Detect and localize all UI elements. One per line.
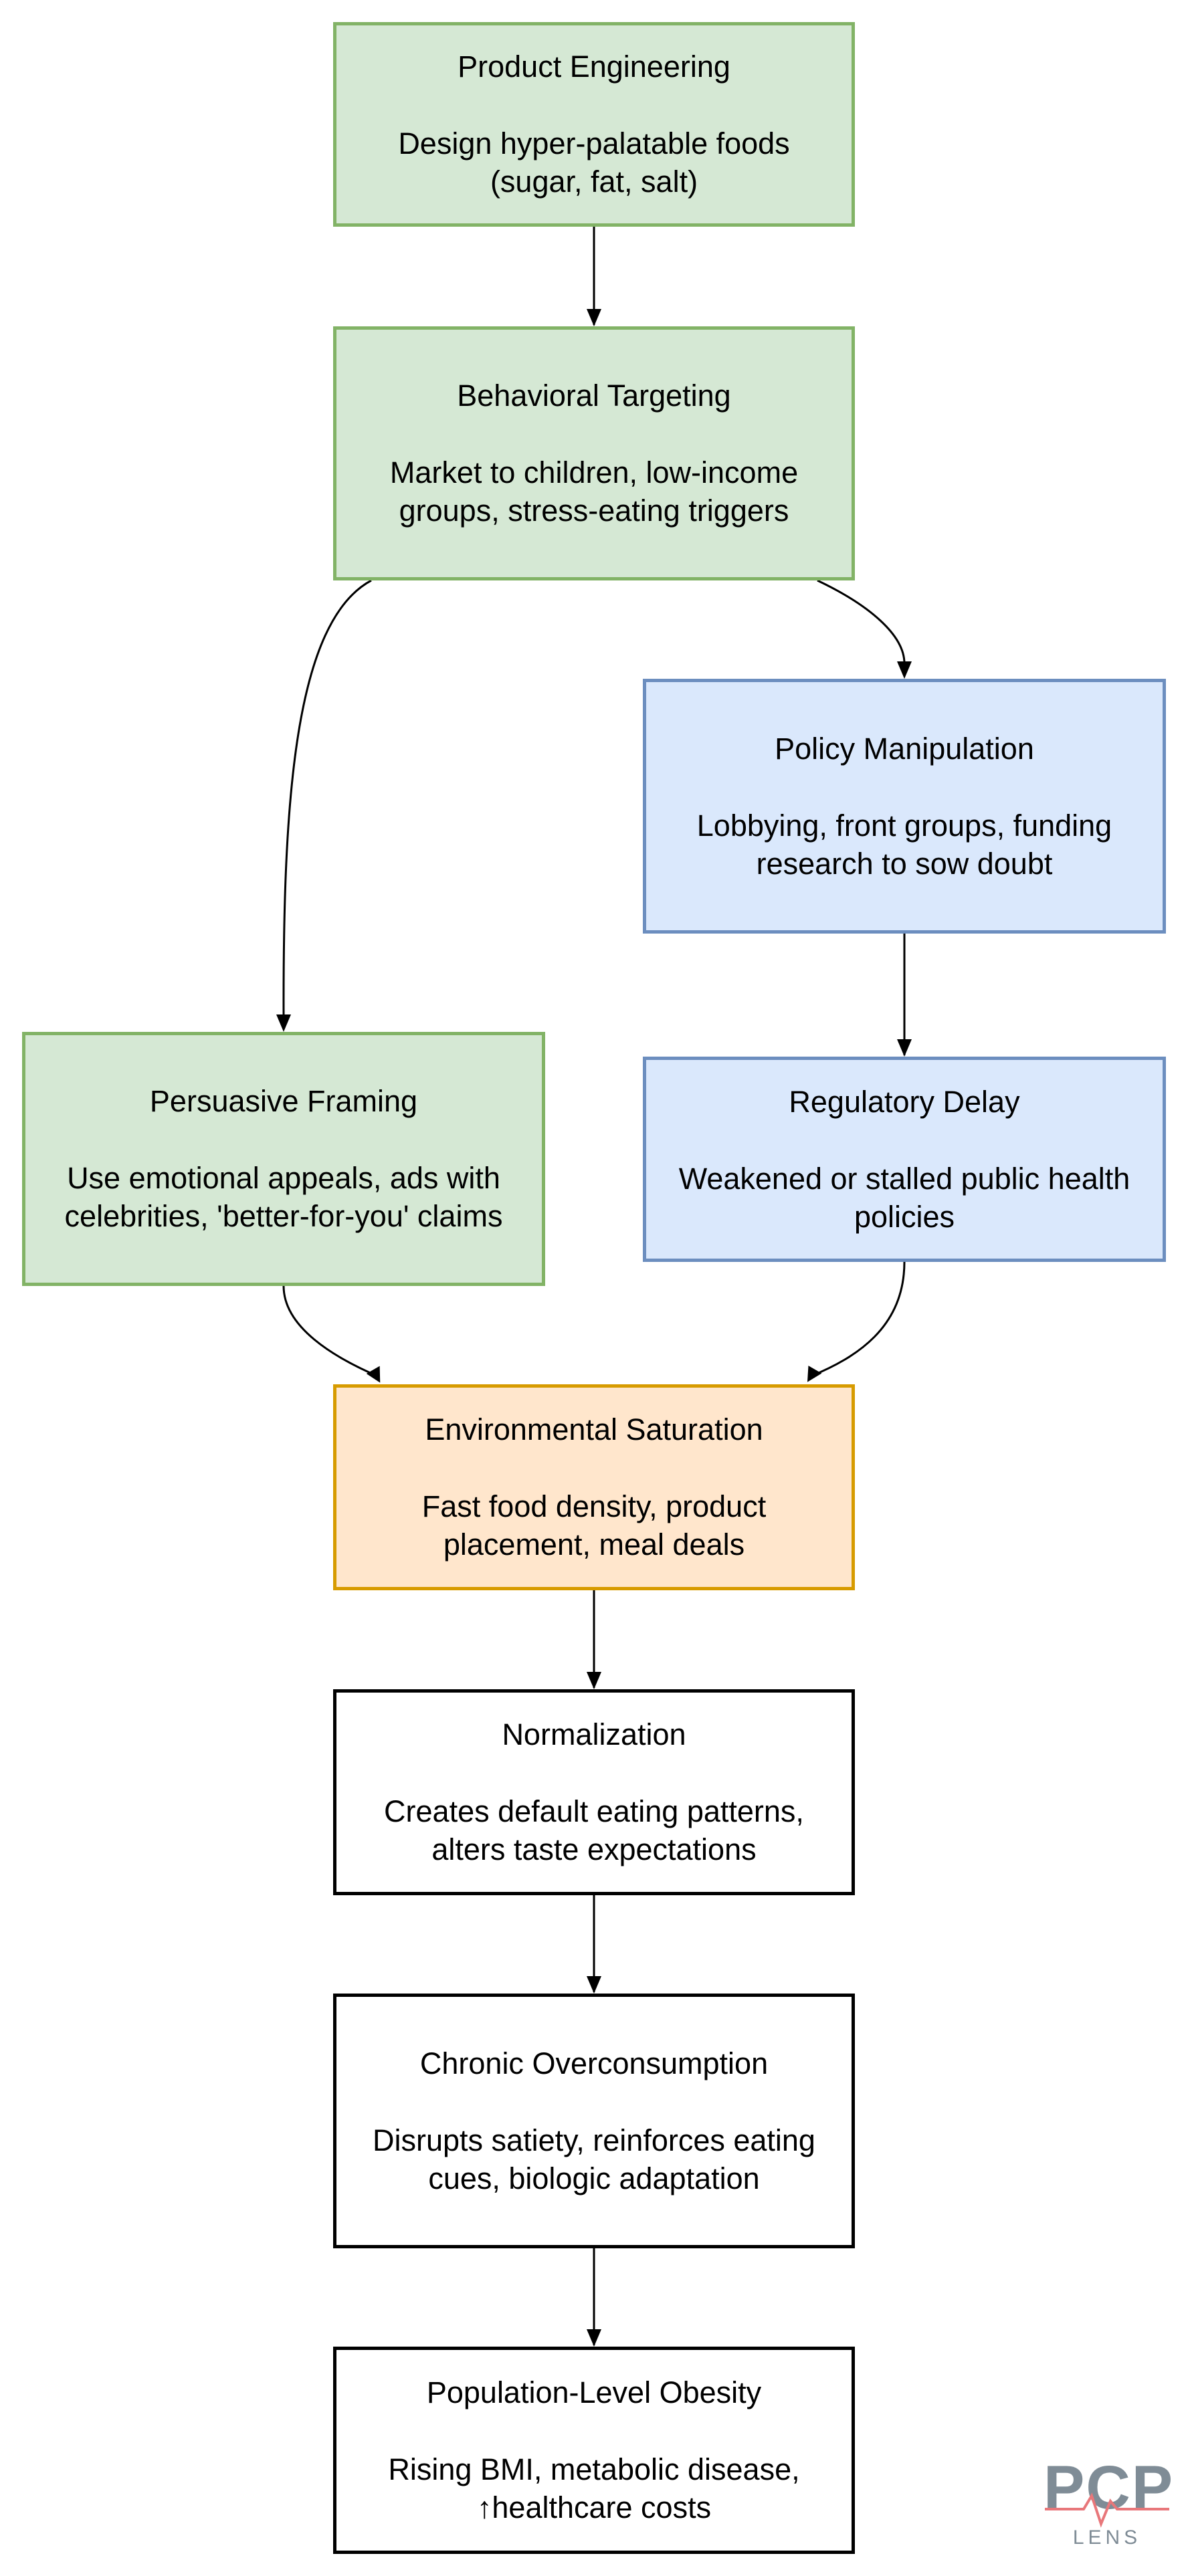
node-description-line: Weakened or stalled public health (678, 1161, 1130, 1196)
node-title: Regulatory Delay (789, 1084, 1020, 1119)
node-description-line: celebrities, 'better-for-you' claims (64, 1199, 503, 1233)
node-description-line: placement, meal deals (443, 1527, 745, 1562)
edge-behavioral-targeting-to-persuasive-framing (282, 579, 372, 1017)
node-title: Normalization (502, 1717, 686, 1751)
arrowhead-icon (276, 1014, 291, 1032)
node-environmental-saturation: Environmental Saturation Fast food densi… (333, 1384, 855, 1590)
node-chronic-overconsumption: Chronic Overconsumption Disrupts satiety… (333, 1994, 855, 2248)
node-population-level-obesity: Population-Level Obesity Rising BMI, met… (333, 2347, 855, 2554)
arrowhead-icon (897, 661, 912, 679)
node-title: Policy Manipulation (775, 731, 1034, 766)
node-description-line: Creates default eating patterns, (384, 1794, 804, 1828)
arrowhead-icon (587, 1672, 601, 1689)
node-description: Creates default eating patterns, alters … (384, 1792, 804, 1868)
node-title: Persuasive Framing (149, 1084, 418, 1118)
node-description: Lobbying, front groups, funding research… (697, 807, 1112, 883)
node-description-line: alters taste expectations (431, 1832, 757, 1866)
node-description-line: Rising BMI, metabolic disease, (388, 2452, 800, 2486)
node-description: Design hyper-palatable foods (sugar, fat… (398, 124, 789, 201)
node-title: Chronic Overconsumption (419, 2046, 769, 2080)
node-persuasive-framing: Persuasive Framing Use emotional appeals… (22, 1032, 545, 1286)
node-description-line: Design hyper-palatable foods (398, 126, 790, 160)
node-description: Use emotional appeals, ads with celebrit… (65, 1159, 503, 1235)
node-description: Market to children, low-income groups, s… (390, 453, 798, 530)
node-policy-manipulation: Policy Manipulation Lobbying, front grou… (643, 679, 1166, 934)
arrowhead-icon (807, 1366, 822, 1382)
arrowhead-icon (587, 309, 601, 326)
node-description-line: policies (854, 1199, 955, 1234)
arrowhead-icon (897, 1039, 912, 1057)
node-title: Product Engineering (458, 49, 730, 84)
edge-regulatory-delay-to-environmental-saturation (810, 1261, 906, 1378)
node-title: Behavioral Targeting (457, 379, 731, 413)
node-description-line: Disrupts satiety, reinforces eating (373, 2123, 815, 2157)
node-description-line: (sugar, fat, salt) (490, 165, 698, 199)
arrowhead-icon (587, 2329, 601, 2347)
node-description-line: ↑healthcare costs (476, 2490, 712, 2525)
node-description: Weakened or stalled public health polici… (679, 1160, 1130, 1236)
node-description: Fast food density, product placement, me… (422, 1487, 766, 1564)
node-title: Environmental Saturation (425, 1412, 763, 1446)
node-title: Population-Level Obesity (426, 2375, 762, 2409)
heartbeat-icon (1045, 2492, 1169, 2528)
node-description-line: Use emotional appeals, ads with (67, 1161, 500, 1195)
node-description-line: cues, biologic adaptation (428, 2161, 760, 2195)
logo-subtitle: LENS (1072, 2527, 1142, 2549)
node-normalization: Normalization Creates default eating pat… (333, 1689, 855, 1895)
arrowhead-icon (587, 1976, 601, 1994)
edge-persuasive-framing-to-environmental-saturation (282, 1285, 379, 1378)
node-description-line: groups, stress-eating triggers (399, 494, 789, 528)
node-product-engineering: Product Engineering Design hyper-palatab… (333, 22, 855, 227)
pcp-lens-logo: PCP LENS (1044, 2454, 1173, 2555)
node-description: Rising BMI, metabolic disease, ↑healthca… (388, 2450, 799, 2527)
arrowhead-icon (366, 1366, 381, 1383)
node-behavioral-targeting: Behavioral Targeting Market to children,… (333, 326, 855, 580)
node-description-line: Market to children, low-income (389, 455, 799, 490)
node-description-line: Fast food density, product (421, 1489, 767, 1523)
node-description: Disrupts satiety, reinforces eating cues… (373, 2121, 815, 2197)
node-regulatory-delay: Regulatory Delay Weakened or stalled pub… (643, 1057, 1166, 1262)
node-description-line: research to sow doubt (756, 846, 1053, 881)
node-description-line: Lobbying, front groups, funding (696, 808, 1112, 843)
edge-behavioral-targeting-to-policy-manipulation (817, 579, 906, 664)
